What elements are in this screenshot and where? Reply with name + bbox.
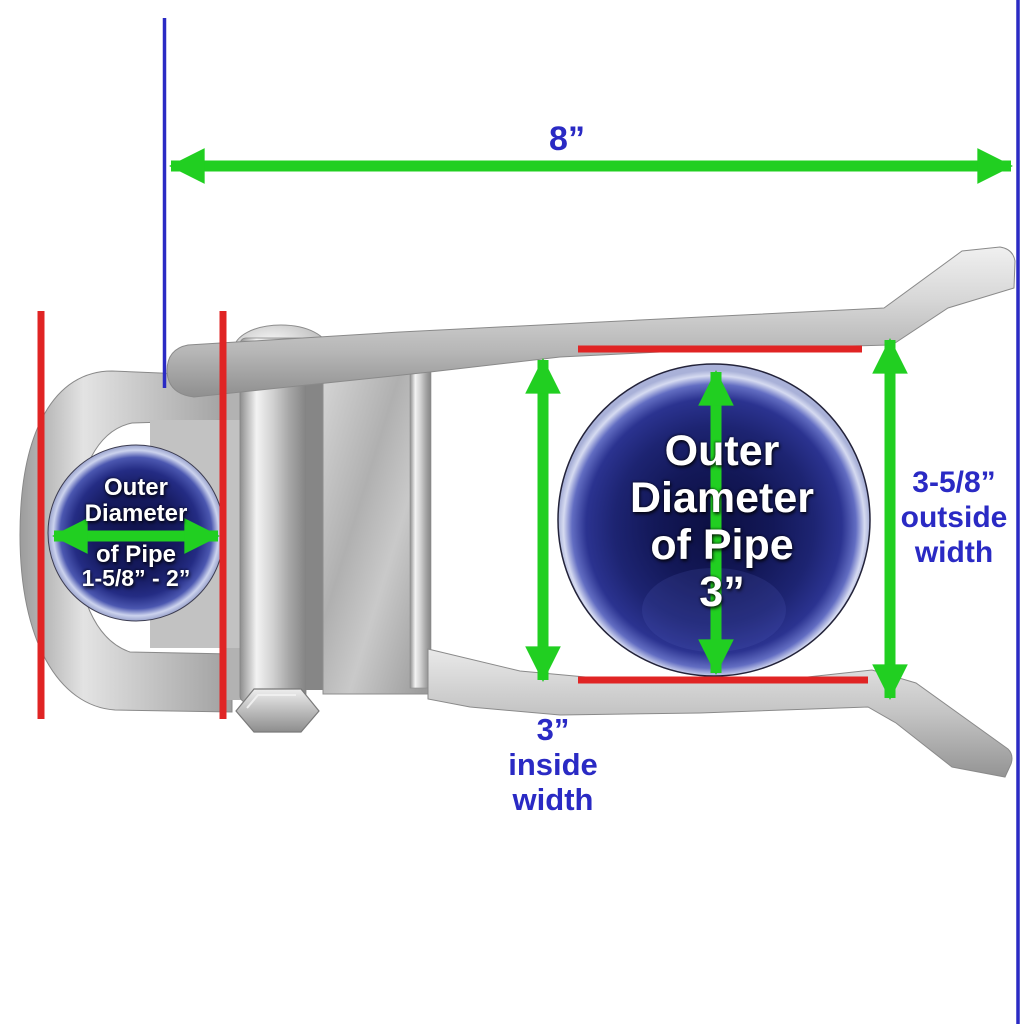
large-pipe-diameter-label: Outer Diameter of Pipe 3”	[562, 428, 882, 616]
inside-width-value: 3”	[536, 712, 570, 747]
pivot-pin	[239, 337, 307, 703]
ratchet-slot	[306, 350, 323, 690]
reference-lines	[37, 311, 868, 719]
small-pipe-label-line4: 1-5/8” - 2”	[81, 565, 191, 591]
inside-width-word1: inside	[508, 747, 598, 782]
hex-nut-facet	[246, 694, 296, 709]
small-pipe-label-line1: Outer	[103, 474, 168, 501]
large-pipe-label-line4: 3”	[699, 568, 745, 616]
overall-length-label: 8”	[549, 120, 585, 158]
outside-width-word1: outside	[900, 501, 1008, 534]
outside-width-value: 3-5/8”	[912, 466, 996, 499]
inside-width-word2: width	[512, 782, 594, 817]
dimension-arrows	[52, 148, 1013, 700]
small-pipe-label-line2: Diameter	[84, 500, 188, 527]
small-pipe-label-line3: of Pipe	[95, 541, 176, 568]
upper-arm	[166, 246, 1016, 398]
outside-width-label: 3-5/8” outside width	[884, 465, 1024, 570]
guide-lines	[162, 0, 1020, 1024]
outside-width-word2: width	[914, 536, 994, 569]
large-pipe-label-line1: Outer	[664, 427, 780, 475]
inside-width-label: 3” inside width	[463, 712, 643, 817]
hex-nut	[235, 688, 320, 733]
large-pipe-label-line3: of Pipe	[650, 521, 794, 569]
plate-rolled-edge	[409, 351, 432, 689]
large-pipe-label-line2: Diameter	[629, 474, 815, 522]
